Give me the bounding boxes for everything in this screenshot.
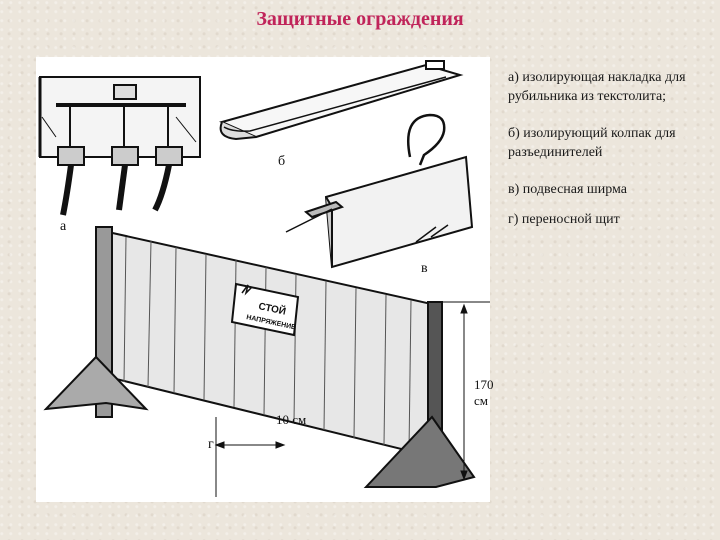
legend-item-a: а) изолирующая накладка для рубильника и… <box>508 70 686 104</box>
label-b: б <box>278 154 286 169</box>
label-a: а <box>60 219 67 234</box>
dimension-height-label: 170 см <box>474 377 494 408</box>
portable-barrier-drawing <box>43 226 476 488</box>
label-g: г <box>208 437 214 452</box>
legend-item-g: г) переносной щит <box>508 212 620 227</box>
insulating-cap-drawing <box>285 113 474 269</box>
dimension-gap-label: 10 см <box>276 412 307 427</box>
slide-title: Защитные ограждения <box>256 8 464 30</box>
illustration-panel: СТОЙ НАПРЯЖЕНИЕ а б в г 170 см 10 см <box>36 57 494 502</box>
textolite-plate-drawing <box>219 60 464 141</box>
legend-list: а) изолирующая накладка для рубильника и… <box>508 68 708 247</box>
label-v: в <box>421 261 428 276</box>
protective-barriers-drawing: СТОЙ НАПРЯЖЕНИЕ <box>38 60 490 497</box>
legend-item-b: б) изолирующий колпак для разъединителей <box>508 126 676 160</box>
legend-item-v: в) подвесная ширма <box>508 182 627 197</box>
switch-overlay-drawing <box>38 76 201 216</box>
dimension-lines <box>214 301 490 497</box>
